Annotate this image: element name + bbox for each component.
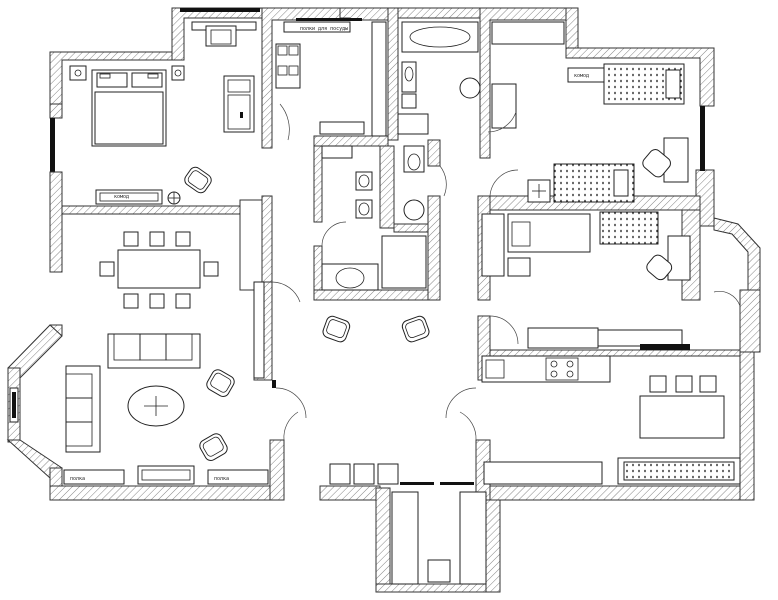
bathroom-guest xyxy=(321,145,427,291)
outer-walls xyxy=(6,7,761,593)
dresser: комод xyxy=(95,189,163,205)
dining-area xyxy=(99,231,219,309)
sofa xyxy=(107,333,201,369)
kids-room: комод xyxy=(491,21,689,203)
sofa-left xyxy=(65,365,101,453)
hall-armchairs xyxy=(322,315,430,343)
coffee-table xyxy=(127,385,185,427)
laundry: полки для посуды xyxy=(275,21,387,137)
dresser-label-kids: комод xyxy=(574,73,589,79)
wardrobe-room xyxy=(191,21,257,133)
armchair xyxy=(184,166,212,194)
doors xyxy=(271,103,741,441)
shelf-label-1: полка xyxy=(70,476,85,482)
shelf-label: полки для посуды xyxy=(300,26,348,32)
hall-stools xyxy=(329,463,399,485)
dresser-label: комод xyxy=(114,194,129,200)
master-bedroom: комод xyxy=(69,65,212,205)
double-bed xyxy=(91,69,167,147)
guest-bedroom xyxy=(481,211,691,281)
bathroom-main xyxy=(397,21,481,135)
shelf-label-2: полка xyxy=(214,476,229,482)
interior-walls xyxy=(61,135,741,501)
living-shelving: полка полка xyxy=(63,465,269,485)
kitchen xyxy=(481,327,741,485)
windows xyxy=(9,8,474,485)
vestibule xyxy=(391,491,487,585)
